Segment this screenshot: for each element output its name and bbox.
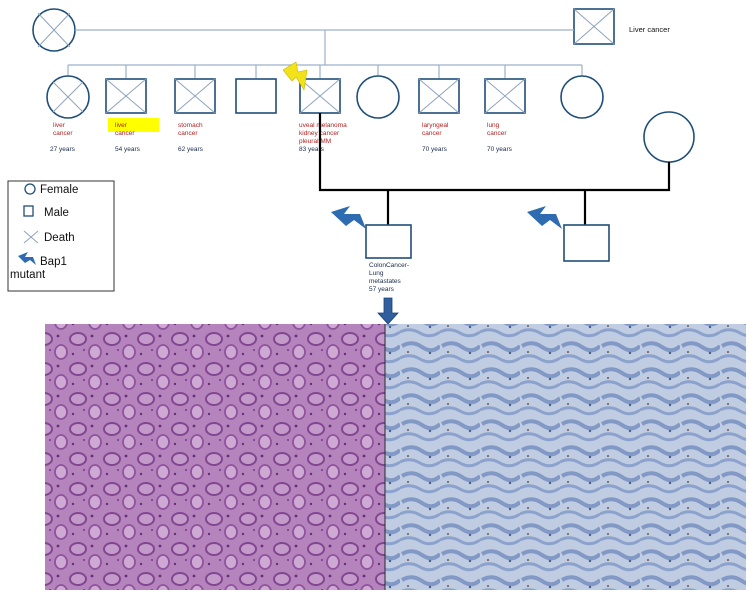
bap1-legend-icon (18, 252, 36, 265)
generation-3: ColonCancer- Lung metastates 57 years (318, 111, 695, 325)
diag-label: liver (115, 122, 128, 129)
age-label: 62 years (178, 146, 204, 153)
age-label: 27 years (50, 146, 76, 153)
diag-label: lung (487, 122, 500, 129)
diag-label: uveal melanoma (299, 122, 347, 129)
histology-panels (45, 324, 746, 590)
death-cross (573, 8, 615, 45)
gen2-male (235, 78, 277, 114)
gen2-female (560, 75, 604, 119)
proband-label: ColonCancer- (369, 262, 409, 269)
diag-label: cancer (53, 130, 73, 137)
ihc-stain-image (385, 324, 746, 590)
gen2-female (356, 75, 400, 119)
diag-label: cancer (487, 130, 507, 137)
death-cross (37, 12, 71, 48)
bap1-mutant-marker (527, 206, 562, 229)
legend-bap1-line1: Bap1 (40, 256, 67, 268)
female-legend-icon (24, 183, 36, 195)
highlight-box (108, 118, 159, 132)
legend: Female Male Death Bap1 mutant (7, 180, 115, 292)
sibling-male (563, 224, 610, 262)
diag-label: liver (53, 122, 66, 129)
age-label: 83 years (299, 146, 325, 153)
diag-label: laryngeal (422, 122, 449, 129)
diag-label: cancer (115, 130, 135, 137)
generation-2-labels: liver cancer 27 years liver cancer 54 ye… (50, 118, 513, 153)
lightning-icon (282, 61, 308, 91)
proband-age: 57 years (369, 286, 395, 293)
marriage-line (318, 113, 671, 192)
legend-female: Female (40, 184, 78, 196)
gen1-male-label: Liver cancer (629, 25, 670, 34)
proband-male (365, 224, 412, 259)
diag-label: cancer (422, 130, 442, 137)
age-label: 70 years (487, 146, 513, 153)
spouse-female (643, 111, 695, 163)
bap1-mutant-marker (331, 206, 366, 229)
diag-label: stomach (178, 122, 203, 129)
death-legend-icon (23, 230, 39, 244)
legend-male: Male (44, 207, 69, 219)
legend-bap1-line2: mutant (10, 269, 46, 281)
generation-2 (46, 61, 604, 119)
male-legend-icon (23, 205, 34, 217)
age-label: 70 years (422, 146, 448, 153)
he-stain-image (45, 324, 385, 590)
proband-label: metastates (369, 278, 402, 285)
generation-1: Liver cancer (32, 8, 670, 52)
age-label: 54 years (115, 146, 141, 153)
down-arrow-icon (377, 297, 399, 325)
sibship-lines (67, 30, 583, 78)
proband-label: Lung (369, 270, 384, 277)
diag-label: pleural MM (299, 138, 331, 145)
diag-label: cancer (178, 130, 198, 137)
legend-death: Death (44, 232, 75, 244)
